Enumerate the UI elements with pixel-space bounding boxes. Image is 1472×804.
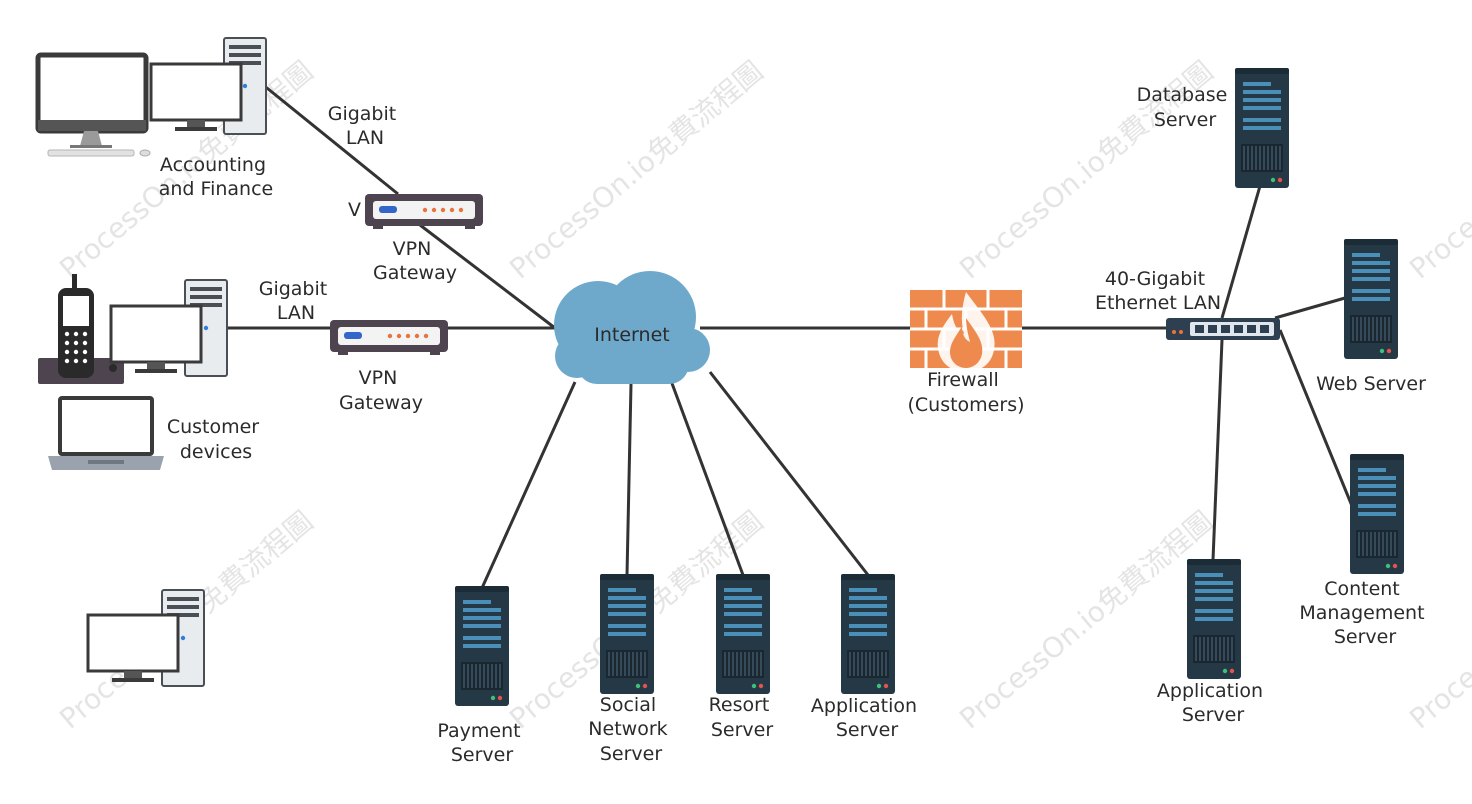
- firewall-icon: [910, 290, 1022, 372]
- workstation-bottom-left: [86, 589, 205, 687]
- content-server-icon: [1349, 453, 1405, 575]
- vpn-gateway-mid-icon: [330, 320, 448, 355]
- app-server-right-icon: [1186, 558, 1242, 680]
- app-server-bottom-icon: [840, 573, 896, 695]
- watermark: ProcessOn.io免費流程圖: [503, 55, 769, 286]
- link-internet-resort: [668, 377, 745, 576]
- accounting-label: Accounting and Finance: [159, 154, 273, 200]
- vpn-marker-top: V: [348, 199, 361, 221]
- web-server-icon: [1343, 238, 1399, 360]
- desk-phone-icon: [38, 274, 124, 384]
- customer-devices: [38, 274, 228, 470]
- resort-server-label: Resort Server: [709, 694, 776, 741]
- link-internet-social: [625, 383, 633, 576]
- gigabit-lan-top-label: Gigabit LAN: [328, 103, 403, 149]
- app-server-bottom-label: Application Server: [811, 695, 923, 741]
- imac-icon: [35, 52, 151, 157]
- monitor-icon: [149, 62, 243, 133]
- app-server-right-label: Application Server: [1157, 680, 1269, 726]
- social-server-icon: [599, 573, 655, 695]
- content-server-label: Content Management Server: [1299, 578, 1430, 648]
- payment-server-label: Payment Server: [437, 720, 526, 766]
- gigabit-lan-mid-label: Gigabit LAN: [259, 278, 334, 324]
- internet-label: Internet: [594, 324, 669, 346]
- link-switch-app-right: [1211, 339, 1224, 561]
- monitor-icon: [86, 613, 180, 684]
- vpn-gateway-top-icon: [365, 194, 483, 229]
- link-internet-payment: [480, 381, 577, 589]
- payment-server-icon: [454, 585, 510, 707]
- customer-devices-label: Customer devices: [167, 416, 265, 463]
- link-switch-database: [1220, 185, 1262, 319]
- web-server-label: Web Server: [1316, 373, 1426, 395]
- link-vpn-top-internet: [419, 223, 556, 330]
- link-accounting-vpn: [261, 82, 399, 196]
- link-switch-web: [1274, 296, 1346, 320]
- link-switch-content: [1278, 329, 1354, 507]
- link-internet-app-bottom: [708, 371, 870, 576]
- vpn-gateway-top-label: VPN Gateway: [373, 238, 457, 284]
- social-server-label: Social Network Server: [588, 694, 673, 765]
- ethernet-switch-icon: [1166, 318, 1280, 340]
- firewall-label: Firewall (Customers): [907, 369, 1024, 416]
- connections: [228, 82, 1354, 589]
- laptop-icon: [48, 396, 164, 470]
- resort-server-icon: [715, 573, 771, 695]
- vpn-gateway-mid-label: VPN Gateway: [339, 367, 423, 414]
- database-server-label: Database Server: [1137, 84, 1234, 131]
- watermark: ProcessOn.io免費流程圖: [1403, 55, 1472, 286]
- accounting-workstation: [35, 37, 267, 157]
- database-server-icon: [1234, 67, 1290, 189]
- ethernet-lan-label: 40-Gigabit Ethernet LAN: [1095, 268, 1221, 314]
- monitor-icon: [109, 304, 203, 375]
- internet-cloud-icon: [554, 271, 710, 384]
